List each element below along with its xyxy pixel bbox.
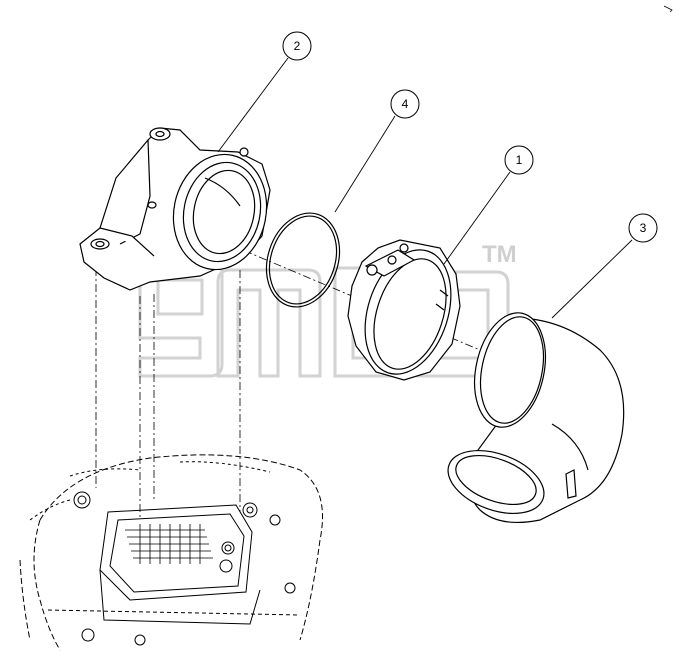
- trademark-text: TM: [482, 241, 517, 268]
- corner-mark: [663, 5, 673, 13]
- callout-4-label: 4: [402, 97, 409, 111]
- part-3-elbow-pipe: [447, 312, 625, 524]
- callout-2-label: 2: [294, 39, 301, 53]
- port-grille: [125, 524, 213, 564]
- callout-2: 2: [282, 31, 312, 61]
- callout-4: 4: [390, 89, 420, 119]
- callout-3: 3: [628, 213, 658, 243]
- part-2-elbow-housing: [79, 127, 271, 291]
- part-1-v-band-clamp: [347, 239, 461, 381]
- callout-1-label: 1: [516, 153, 523, 167]
- callout-leaders: [217, 57, 633, 319]
- engine-cylinder-head: [19, 454, 323, 651]
- part-4-o-ring: [265, 212, 341, 308]
- callout-1: 1: [504, 145, 534, 175]
- callout-3-label: 3: [640, 221, 647, 235]
- head-bolts: [73, 491, 296, 646]
